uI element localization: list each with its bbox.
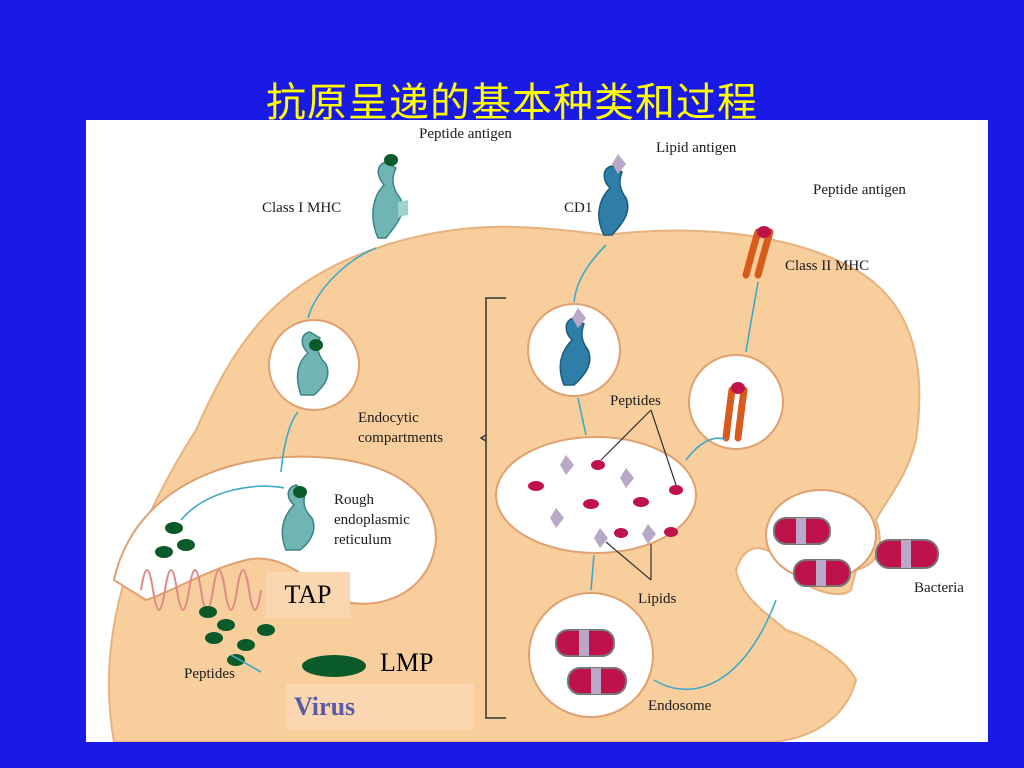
rough-er xyxy=(112,455,438,605)
label-peptides-center: Peptides xyxy=(610,393,661,409)
bacterium xyxy=(555,629,615,657)
label-reticulum: reticulum xyxy=(334,532,392,548)
antigen-presentation-diagram: Peptide antigen Class I MHC Lipid antige… xyxy=(107,126,964,742)
lipid xyxy=(620,468,634,488)
endocytic-bracket xyxy=(479,297,506,719)
label-bacteria: Bacteria xyxy=(914,580,964,596)
peptide xyxy=(591,460,605,470)
class-ii-mhc-vesicle-molecule xyxy=(722,382,748,442)
peptide xyxy=(583,499,599,509)
class-i-mhc-vesicle-molecule xyxy=(296,331,329,396)
label-class-i-mhc: Class I MHC xyxy=(262,200,341,216)
peptide xyxy=(633,497,649,507)
peptide xyxy=(614,528,628,538)
er-peptides xyxy=(155,522,275,666)
class-ii-mhc-molecule xyxy=(742,226,774,279)
class-i-mhc-er-molecule xyxy=(281,484,315,551)
lipid xyxy=(560,455,574,475)
lipid xyxy=(594,528,608,548)
label-lipids: Lipids xyxy=(638,591,676,607)
label-endocytic: Endocytic xyxy=(358,410,419,426)
label-endosome: Endosome xyxy=(648,698,712,714)
peptide xyxy=(669,485,683,495)
label-peptide-antigen-1: Peptide antigen xyxy=(419,126,512,142)
peptide xyxy=(664,527,678,537)
label-peptide-antigen-2: Peptide antigen xyxy=(813,182,906,198)
peptide xyxy=(528,481,544,491)
lipid xyxy=(550,508,564,528)
label-cd1: CD1 xyxy=(564,200,592,216)
cd1-vesicle-molecule xyxy=(559,308,591,386)
class-ii-vesicle xyxy=(688,354,784,450)
peptides-leader xyxy=(600,409,677,486)
bacterium xyxy=(773,517,831,545)
label-rough: Rough xyxy=(334,492,375,508)
bacterium xyxy=(567,667,627,695)
virus-label: Virus xyxy=(286,684,474,730)
virus-particle xyxy=(302,655,366,677)
slide-title: 抗原呈递的基本种类和过程 xyxy=(266,80,758,126)
endocytic-compartment xyxy=(495,436,697,554)
label-class-ii-mhc: Class II MHC xyxy=(785,258,869,274)
bacterium xyxy=(875,539,939,569)
label-peptides-left: Peptides xyxy=(184,666,235,682)
label-endoplasmic: endoplasmic xyxy=(334,512,410,528)
lipids-leader xyxy=(605,541,652,581)
lmp-label: LMP xyxy=(380,648,434,677)
class-i-mhc-molecule xyxy=(372,154,408,239)
transport-arrows xyxy=(180,244,777,690)
label-lipid-antigen: Lipid antigen xyxy=(656,140,737,156)
tap-label: TAP xyxy=(266,572,350,618)
lipid xyxy=(642,524,656,544)
er-folds xyxy=(140,569,262,611)
cd1-molecule xyxy=(598,154,629,236)
bacterium xyxy=(793,559,851,587)
label-compartments: compartments xyxy=(358,430,443,446)
